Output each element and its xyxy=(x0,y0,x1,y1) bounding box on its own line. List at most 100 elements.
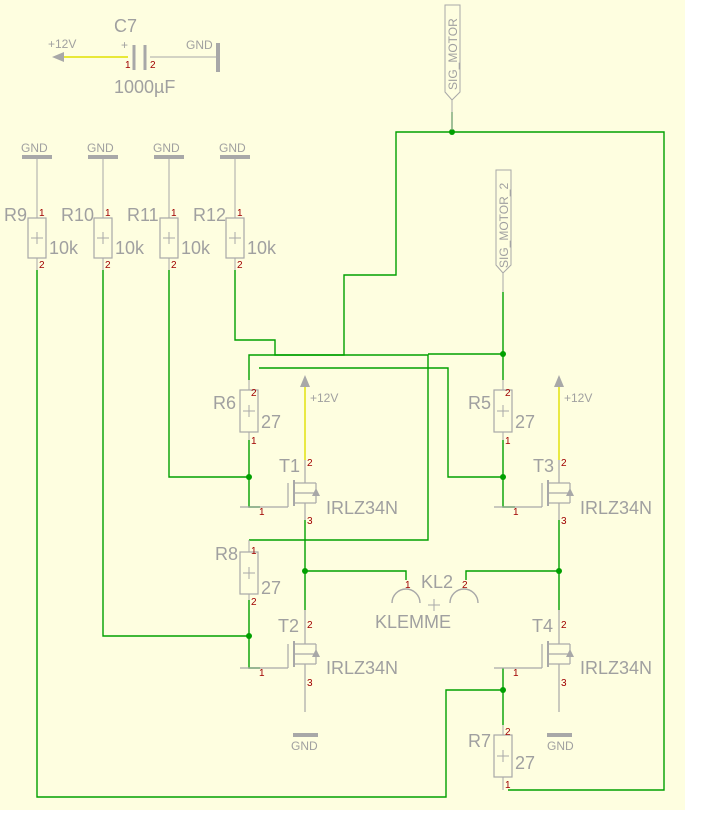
t1-name: T1 xyxy=(279,456,300,476)
r8-origin-mark xyxy=(243,567,255,579)
r5-value: 27 xyxy=(515,412,535,432)
t3-value: IRLZ34N xyxy=(580,498,652,518)
resistor-r12: R12 10k 1 2 xyxy=(193,205,277,271)
t4-name: T4 xyxy=(532,616,553,636)
resistor-r6: R6 27 2 1 xyxy=(213,380,281,447)
t3-name: T3 xyxy=(533,456,554,476)
resistor-r9: R9 10k 1 2 xyxy=(4,205,79,271)
sig-motor-flag xyxy=(444,4,461,101)
junction-dot xyxy=(500,351,506,357)
r11-value: 10k xyxy=(181,238,211,258)
c7-supply-label: +12V xyxy=(48,37,76,51)
t2-gnd-label: GND xyxy=(291,739,318,753)
r11-origin-mark xyxy=(163,232,175,244)
supply-t1: +12V xyxy=(300,375,338,460)
t4-value: IRLZ34N xyxy=(580,658,652,678)
wire-node-kl2-1 xyxy=(305,570,407,580)
t3-pin-2: 2 xyxy=(561,458,567,469)
r11-pin-1: 1 xyxy=(171,208,177,219)
sig-motor-text: SIG_MOTOR xyxy=(446,18,460,90)
r12-pin-2: 2 xyxy=(237,260,243,271)
c7-pin-2: 2 xyxy=(150,60,156,71)
r9-value: 10k xyxy=(49,238,79,258)
kl2-contact-1 xyxy=(391,588,421,604)
r5-pin-2: 2 xyxy=(505,388,511,399)
resistor-r11: R11 10k 1 2 xyxy=(127,205,211,271)
r12-name: R12 xyxy=(193,205,226,225)
diode-icon xyxy=(566,649,574,657)
r9-origin-mark xyxy=(31,232,43,244)
r8-name: R8 xyxy=(215,544,238,564)
r7-pin-2: 2 xyxy=(505,727,511,738)
t2-name: T2 xyxy=(278,616,299,636)
r9-pin-2: 2 xyxy=(39,260,45,271)
diode-icon xyxy=(312,488,320,496)
supply-arrow-icon xyxy=(300,375,310,387)
t2-value: IRLZ34N xyxy=(326,658,398,678)
r7-value: 27 xyxy=(515,753,535,773)
r9-pin-1: 1 xyxy=(39,208,45,219)
junction-dot xyxy=(449,129,455,135)
r8-pin-2: 2 xyxy=(251,597,257,608)
capacitor-c7: +12V C7 + 1 2 GND 1000µF xyxy=(48,16,220,97)
net-label-sig-motor: SIG_MOTOR xyxy=(444,4,461,130)
gnd-r12: GND xyxy=(219,141,250,218)
mosfet-t1: T1 IRLZ34N 1 2 3 xyxy=(240,456,398,527)
gnd-label: GND xyxy=(21,141,48,155)
schematic-background xyxy=(0,0,685,810)
r5-name: R5 xyxy=(468,393,491,413)
wire-sig-motor-r6-r7 xyxy=(248,131,665,791)
gnd-label: GND xyxy=(87,141,114,155)
r10-pin-2: 2 xyxy=(105,260,111,271)
r6-value: 27 xyxy=(261,412,281,432)
t3-pin-3: 3 xyxy=(561,516,567,527)
r10-value: 10k xyxy=(115,238,145,258)
wire-r11-t1-gate xyxy=(168,270,249,478)
t1-pin-1: 1 xyxy=(259,507,265,518)
r11-name: R11 xyxy=(127,205,159,225)
r7-name: R7 xyxy=(468,731,491,751)
t4-pin-3: 3 xyxy=(561,678,567,689)
gnd-r9: GND xyxy=(21,141,52,218)
junction-dot xyxy=(246,474,252,480)
r8-value: 27 xyxy=(261,578,281,598)
t4-pin-2: 2 xyxy=(561,620,567,631)
c7-name: C7 xyxy=(114,16,137,36)
junction-dot xyxy=(302,568,308,574)
gnd-r11: GND xyxy=(153,141,184,218)
c7-gnd-label: GND xyxy=(186,38,213,52)
terminal-kl2: KL2 KLEMME 1 2 xyxy=(375,572,479,632)
diode-icon xyxy=(566,488,574,496)
kl2-value: KLEMME xyxy=(375,612,451,632)
t1-pin-2: 2 xyxy=(307,458,313,469)
wire-r9-r7 xyxy=(36,270,503,798)
supply-arrow-icon xyxy=(554,375,564,387)
kl2-name: KL2 xyxy=(421,572,453,592)
resistor-r8: R8 27 1 2 xyxy=(215,540,281,608)
junction-dot xyxy=(500,474,506,480)
net-label-sig-motor-2: SIG_MOTOR_2 xyxy=(495,169,512,292)
c7-pin-1: 1 xyxy=(125,60,131,71)
r6-name: R6 xyxy=(213,393,236,413)
supply-arrow-icon xyxy=(52,52,64,62)
r12-value: 10k xyxy=(247,238,277,258)
supply-label: +12V xyxy=(310,391,338,405)
r8-pin-1: 1 xyxy=(251,546,257,557)
r6-origin-mark xyxy=(243,405,255,417)
r7-origin-mark xyxy=(497,750,509,762)
kl2-pin-1: 1 xyxy=(405,580,411,591)
r9-name: R9 xyxy=(4,205,27,225)
kl2-contact-2 xyxy=(449,588,479,604)
kl2-origin-mark xyxy=(428,599,440,611)
junctions xyxy=(246,129,562,693)
c7-value: 1000µF xyxy=(114,77,175,97)
kl2-pin-2: 2 xyxy=(462,580,468,591)
resistor-r5: R5 27 2 1 xyxy=(468,380,535,447)
diode-icon xyxy=(312,649,320,657)
t2-pin-3: 3 xyxy=(307,678,313,689)
r12-origin-mark xyxy=(229,232,241,244)
supply-label: +12V xyxy=(564,391,592,405)
supply-t3: +12V xyxy=(554,375,592,460)
t2-pin-2: 2 xyxy=(307,620,313,631)
r10-origin-mark xyxy=(97,232,109,244)
